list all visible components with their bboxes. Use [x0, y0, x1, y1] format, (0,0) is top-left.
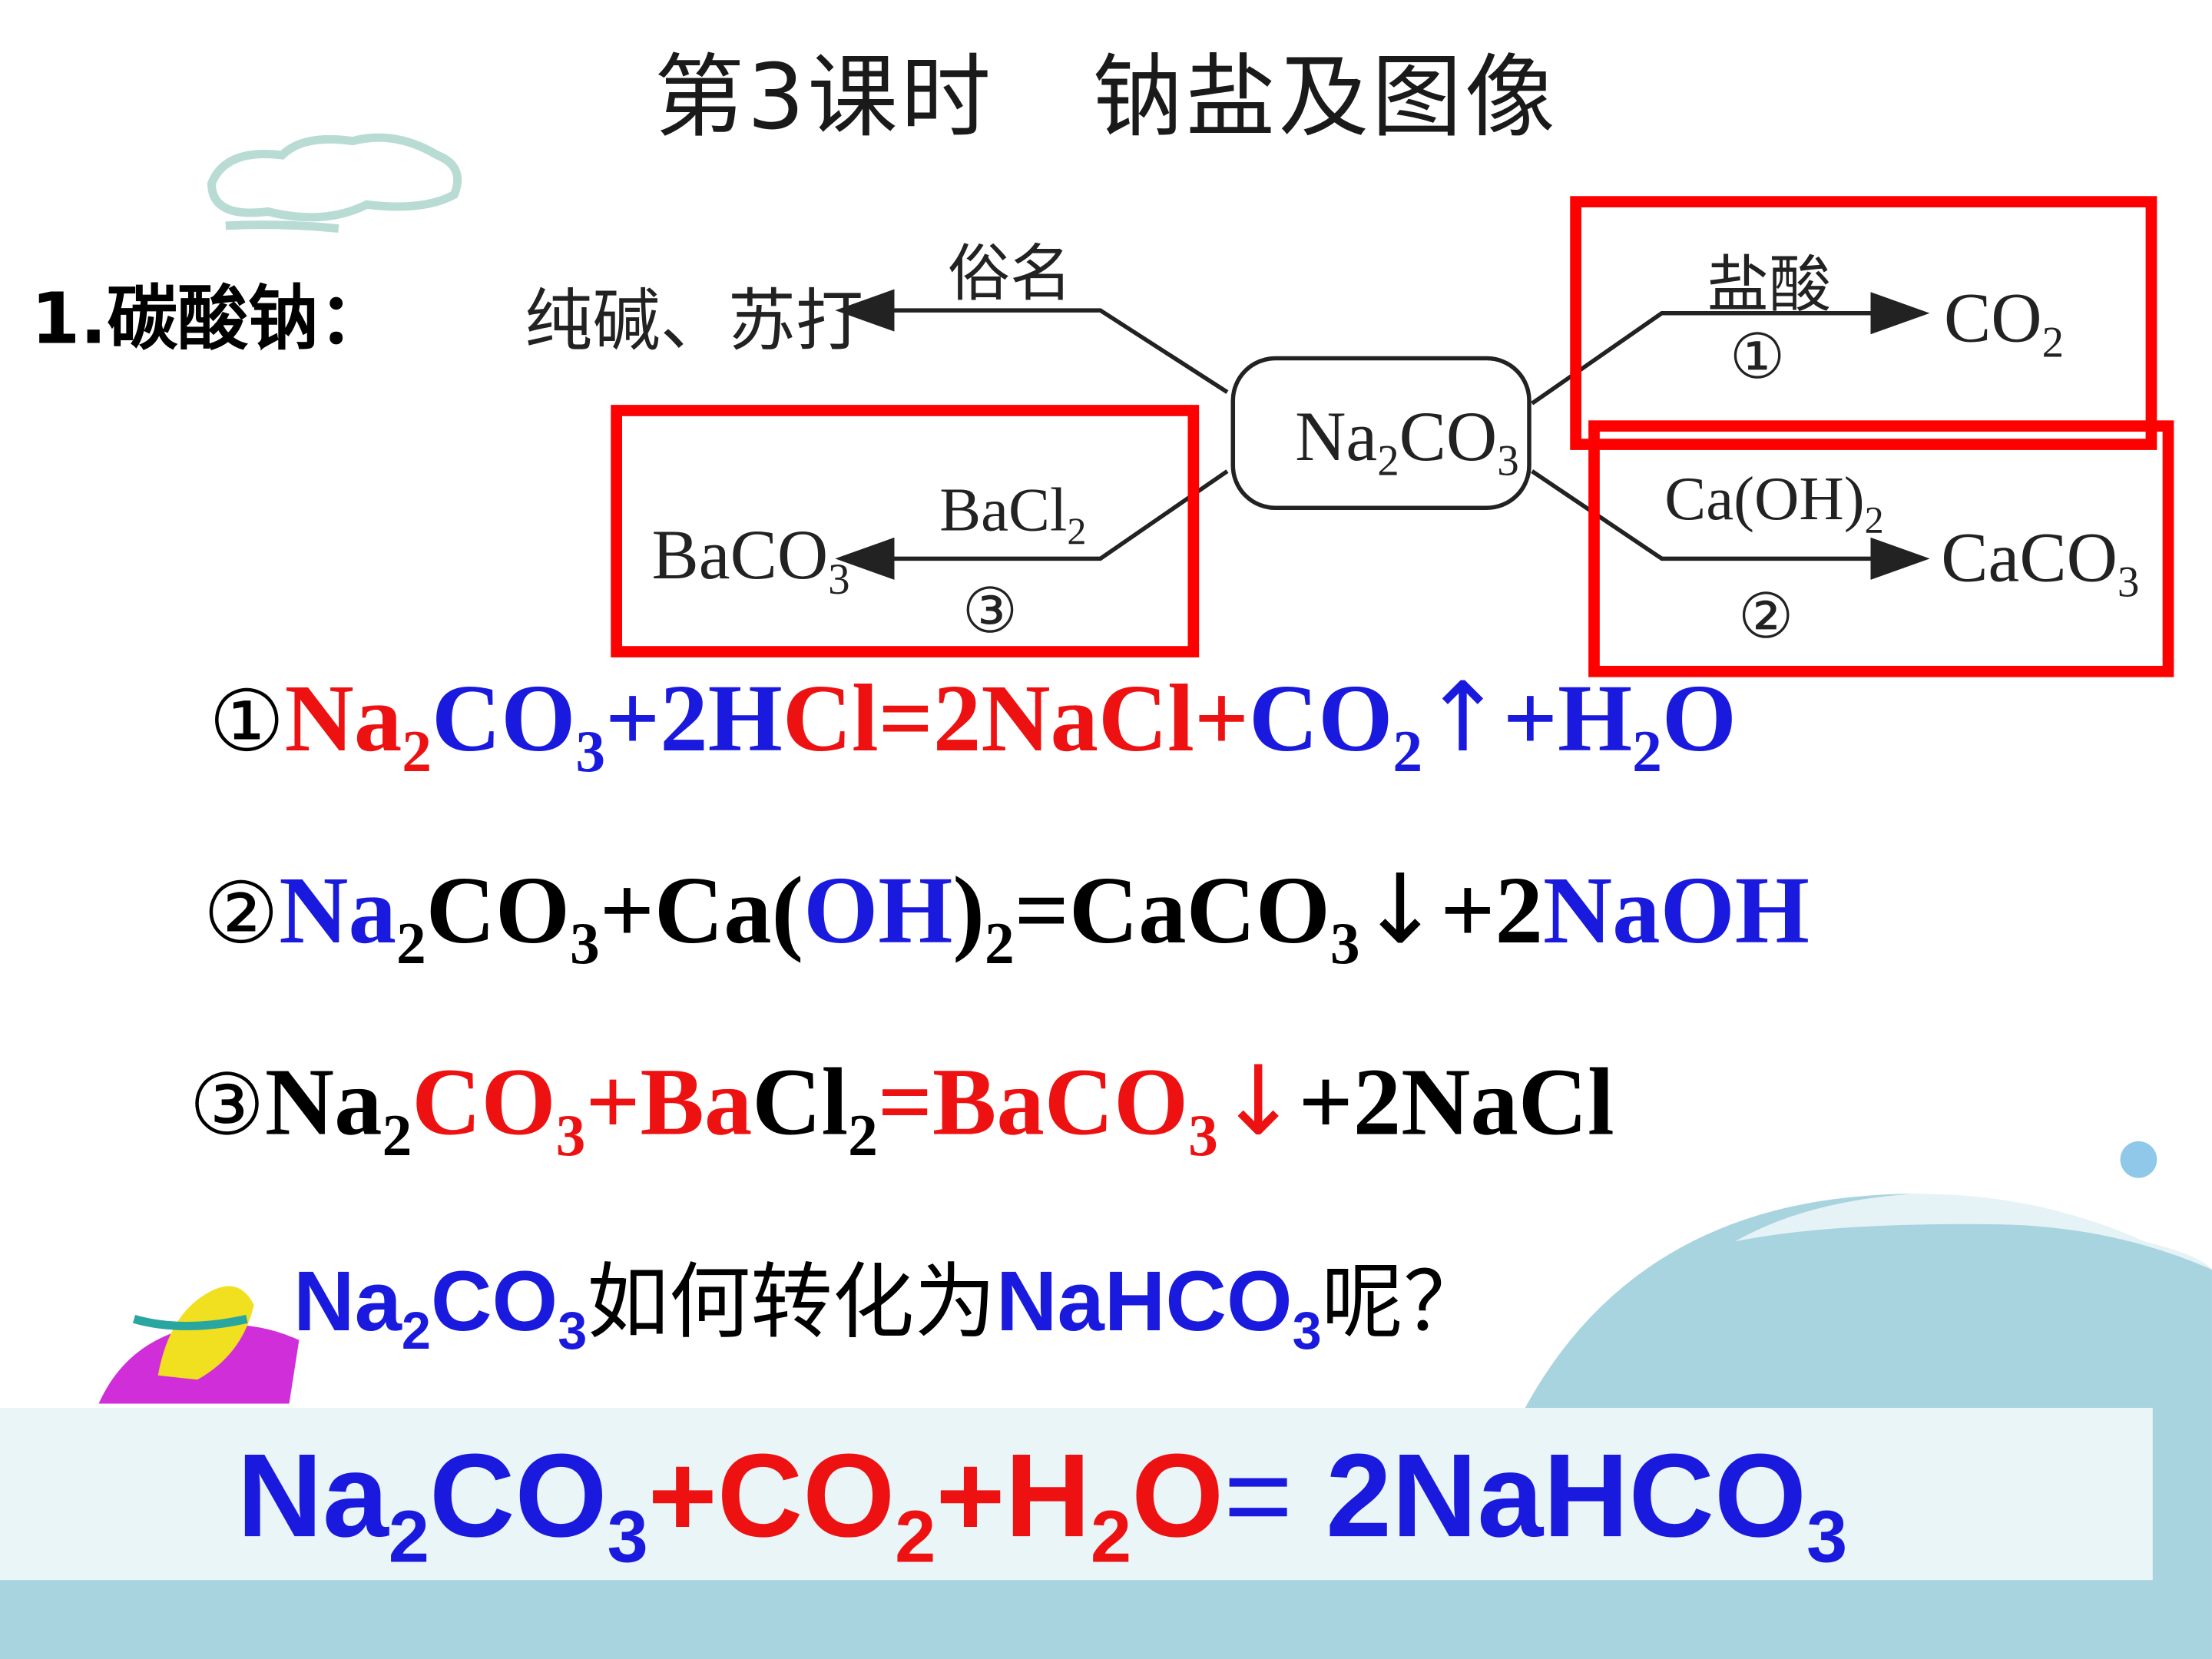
common-names-arrow-label: 俗名 — [948, 238, 1072, 311]
reaction3-number: ③ — [962, 575, 1018, 648]
highlight-box-reaction3 — [611, 405, 1200, 657]
arrow-reaction2 — [1531, 469, 1930, 580]
reaction2-reagent: Ca(OH)2 — [1664, 464, 1884, 541]
common-names: 纯碱、苏打 — [525, 282, 864, 362]
question-text: Na2CO3如何转化为NaHCO3呢？ — [293, 1253, 1485, 1360]
section-label: 1.碳酸钠： — [31, 277, 389, 360]
reaction3-reagent: BaCl2 — [939, 475, 1087, 553]
final-equation: Na2CO3+CO2+H2O= 2NaHCO3 — [237, 1429, 1848, 1579]
highlight-box-reaction1 — [1570, 196, 2157, 450]
equation-2: ②Na2CO3+Ca(OH)2=CaCO3↓+2NaOH — [203, 855, 1810, 978]
reaction2-product: CaCO3 — [1941, 518, 2140, 607]
arrow-common-name — [835, 289, 1229, 394]
reaction1-reagent: 盐酸 — [1707, 250, 1832, 322]
wave-decoration — [0, 1192, 2212, 1659]
reaction1-number: ① — [1729, 321, 1786, 394]
center-compound: Na2CO3 — [1295, 396, 1519, 485]
logo-icon — [98, 1286, 300, 1404]
reaction2-number: ② — [1737, 581, 1794, 654]
equation-1: ①Na2CO3+2HCl=2NaCl+CO2↑+H2O — [208, 663, 1737, 786]
center-node-box — [1230, 356, 1532, 510]
reaction3-product: BaCO3 — [651, 515, 850, 604]
water-drop-icon — [2120, 1141, 2157, 1178]
page-title: 第3课时钠盐及图像 — [654, 46, 1558, 151]
highlight-box-reaction2 — [1588, 420, 2174, 677]
arrow-reaction1 — [1531, 292, 1930, 406]
reaction1-product: CO2 — [1943, 277, 2065, 367]
cloud-icon — [207, 133, 462, 233]
arrow-reaction3 — [835, 469, 1229, 580]
equation-3: ③Na2CO3+BaCl2=BaCO3↓+2NaCl — [189, 1046, 1614, 1170]
